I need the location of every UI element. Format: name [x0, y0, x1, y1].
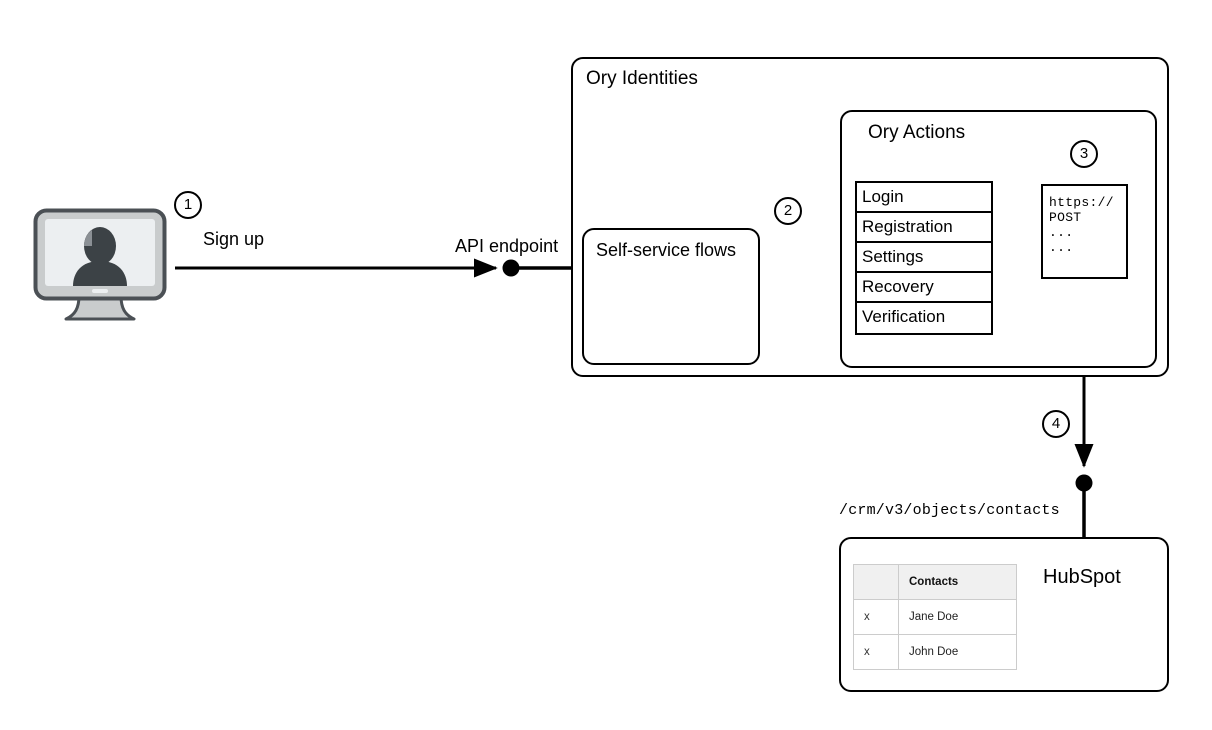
webhook-code-line-url: https:// — [1049, 195, 1114, 210]
step-badge-4: 4 — [1042, 410, 1070, 438]
step-badge-1: 1 — [174, 191, 202, 219]
flow-item-settings[interactable]: Settings — [857, 243, 991, 273]
monitor-power-notch — [92, 289, 108, 293]
flow-item-verification[interactable]: Verification — [862, 307, 946, 326]
self-service-flows-box — [582, 228, 760, 365]
table-header-key — [853, 564, 899, 600]
hubspot-title: HubSpot — [1043, 566, 1121, 588]
webhook-code-box: https:// POST ... ... — [1041, 184, 1128, 279]
table-header-row: Contacts — [853, 564, 1017, 600]
table-row[interactable]: x John Doe — [853, 634, 1017, 670]
avatar-body-icon — [73, 261, 127, 286]
webhook-code-line-body-1: ... — [1049, 225, 1074, 240]
ory-identities-title: Ory Identities — [586, 68, 698, 89]
label-sign-up: Sign up — [203, 229, 265, 249]
hubspot-endpoint-dot — [1075, 474, 1093, 492]
contact-name-cell: John Doe — [898, 634, 1017, 670]
table-row[interactable]: x Jane Doe — [853, 599, 1017, 635]
ory-actions-flow-list: Login Registration Settings Recovery Ver… — [855, 181, 993, 335]
api-endpoint-dot — [502, 259, 520, 277]
table-header-contacts: Contacts — [898, 564, 1017, 600]
contact-key-cell: x — [853, 599, 899, 635]
self-service-flows-title: Self-service flows — [596, 240, 737, 260]
avatar-head-highlight — [84, 230, 92, 246]
ory-actions-title: Ory Actions — [868, 122, 966, 143]
hubspot-contacts-table: Contacts x Jane Doe x John Doe — [853, 564, 1017, 670]
step-badge-3: 3 — [1070, 140, 1098, 168]
monitor-stand — [64, 294, 136, 321]
flow-item-login[interactable]: Login — [857, 183, 991, 213]
flow-item-registration[interactable]: Registration — [857, 213, 991, 243]
label-crm-path: /crm/v3/objects/contacts — [839, 502, 1060, 519]
label-api-endpoint: API endpoint — [455, 236, 559, 256]
contact-key-cell: x — [853, 634, 899, 670]
user-monitor-icon — [33, 208, 167, 321]
webhook-code-line-method: POST — [1049, 210, 1082, 225]
webhook-code-line-body-2: ... — [1049, 240, 1074, 255]
contact-name-cell: Jane Doe — [898, 599, 1017, 635]
flow-item-recovery[interactable]: Recovery — [857, 273, 991, 303]
step-badge-2: 2 — [774, 197, 802, 225]
